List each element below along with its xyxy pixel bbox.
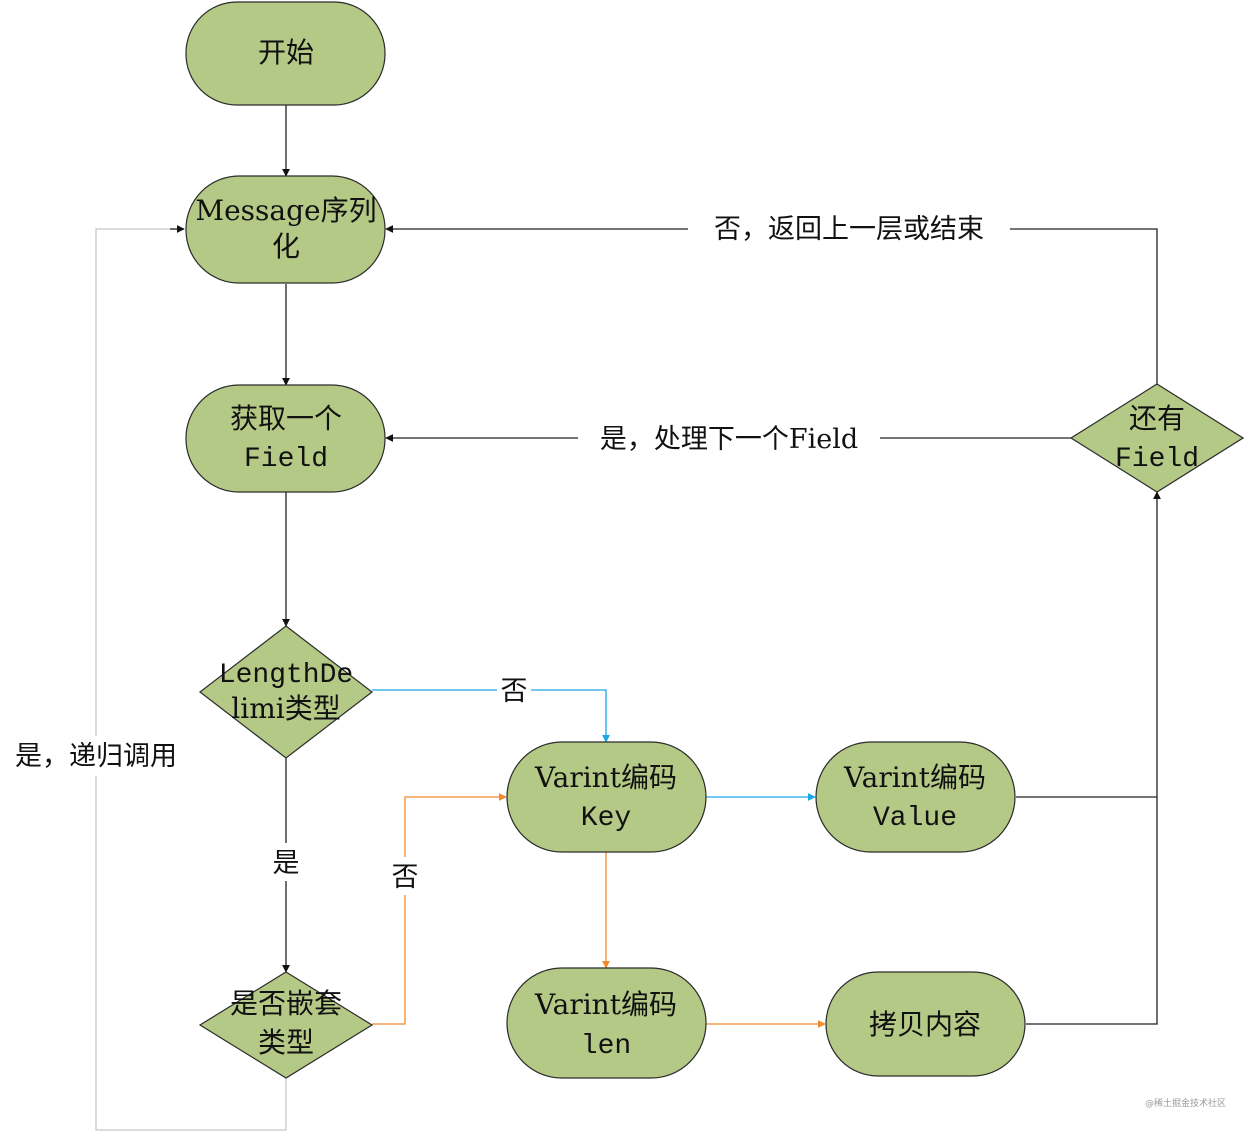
node-length-delimited: LengthDe limi类型 bbox=[199, 625, 373, 759]
node-nested-line1: 是否嵌套 bbox=[230, 987, 342, 1020]
edge-label-recursive-yes: 是，递归调用 bbox=[15, 741, 177, 772]
node-is-nested: 是否嵌套 类型 bbox=[198, 971, 374, 1079]
node-varint-key-line1: Varint编码 bbox=[534, 761, 677, 794]
edge-label-length-no: 否 bbox=[501, 676, 528, 707]
node-get-field-line2: Field bbox=[244, 444, 328, 475]
node-more-line2: Field bbox=[1115, 444, 1199, 475]
node-message-serialize: Message序列 化 bbox=[185, 175, 386, 284]
node-varint-value: Varint编码 Value bbox=[815, 741, 1016, 853]
edge-nested-to-varint-key bbox=[372, 793, 507, 1025]
node-length-line1: LengthDe bbox=[219, 660, 353, 691]
node-varint-value-line2: Value bbox=[873, 803, 957, 834]
node-varint-key-line2: Key bbox=[581, 803, 631, 834]
node-nested-line2: 类型 bbox=[258, 1026, 314, 1059]
node-length-line2: limi类型 bbox=[231, 692, 340, 725]
node-varint-len-line2: len bbox=[581, 1031, 631, 1062]
edge-length-to-varint-key bbox=[372, 689, 610, 743]
edge-label-length-yes: 是 bbox=[273, 848, 300, 879]
label-bg-length-no bbox=[497, 672, 531, 708]
label-bg-length-yes bbox=[268, 843, 304, 881]
node-serialize-line2: 化 bbox=[272, 230, 300, 263]
label-bg-yes-next bbox=[578, 418, 880, 458]
edge-recursive-loop bbox=[95, 228, 287, 1131]
label-bg-nested-no bbox=[388, 857, 424, 895]
node-get-field: 获取一个 Field bbox=[185, 384, 386, 493]
node-varint-len: Varint编码 len bbox=[506, 967, 707, 1079]
node-copy-content: 拷贝内容 bbox=[825, 971, 1026, 1077]
label-bg-recursive bbox=[4, 736, 190, 776]
node-has-more-field: 还有 Field bbox=[1069, 383, 1244, 493]
node-start: 开始 bbox=[185, 1, 386, 106]
node-copy-content-text: 拷贝内容 bbox=[869, 1008, 981, 1041]
node-serialize-line1: Message序列 bbox=[195, 194, 376, 227]
edge-label-yes-next-field: 是，处理下一个Field bbox=[600, 424, 858, 455]
edge-more-to-serialize bbox=[385, 225, 1158, 384]
node-varint-len-line1: Varint编码 bbox=[534, 988, 677, 1021]
watermark-text: @稀土掘金技术社区 bbox=[1145, 1097, 1226, 1109]
label-bg-no-return bbox=[688, 208, 1010, 248]
edge-copy-to-more bbox=[1026, 491, 1161, 1025]
node-more-line1: 还有 bbox=[1129, 402, 1185, 435]
edge-label-nested-no: 否 bbox=[392, 862, 419, 893]
node-get-field-line1: 获取一个 bbox=[230, 402, 342, 435]
edge-label-no-return: 否，返回上一层或结束 bbox=[714, 214, 984, 245]
node-start-text: 开始 bbox=[258, 36, 314, 69]
node-varint-key: Varint编码 Key bbox=[506, 741, 707, 853]
node-varint-value-line1: Varint编码 bbox=[843, 761, 986, 794]
